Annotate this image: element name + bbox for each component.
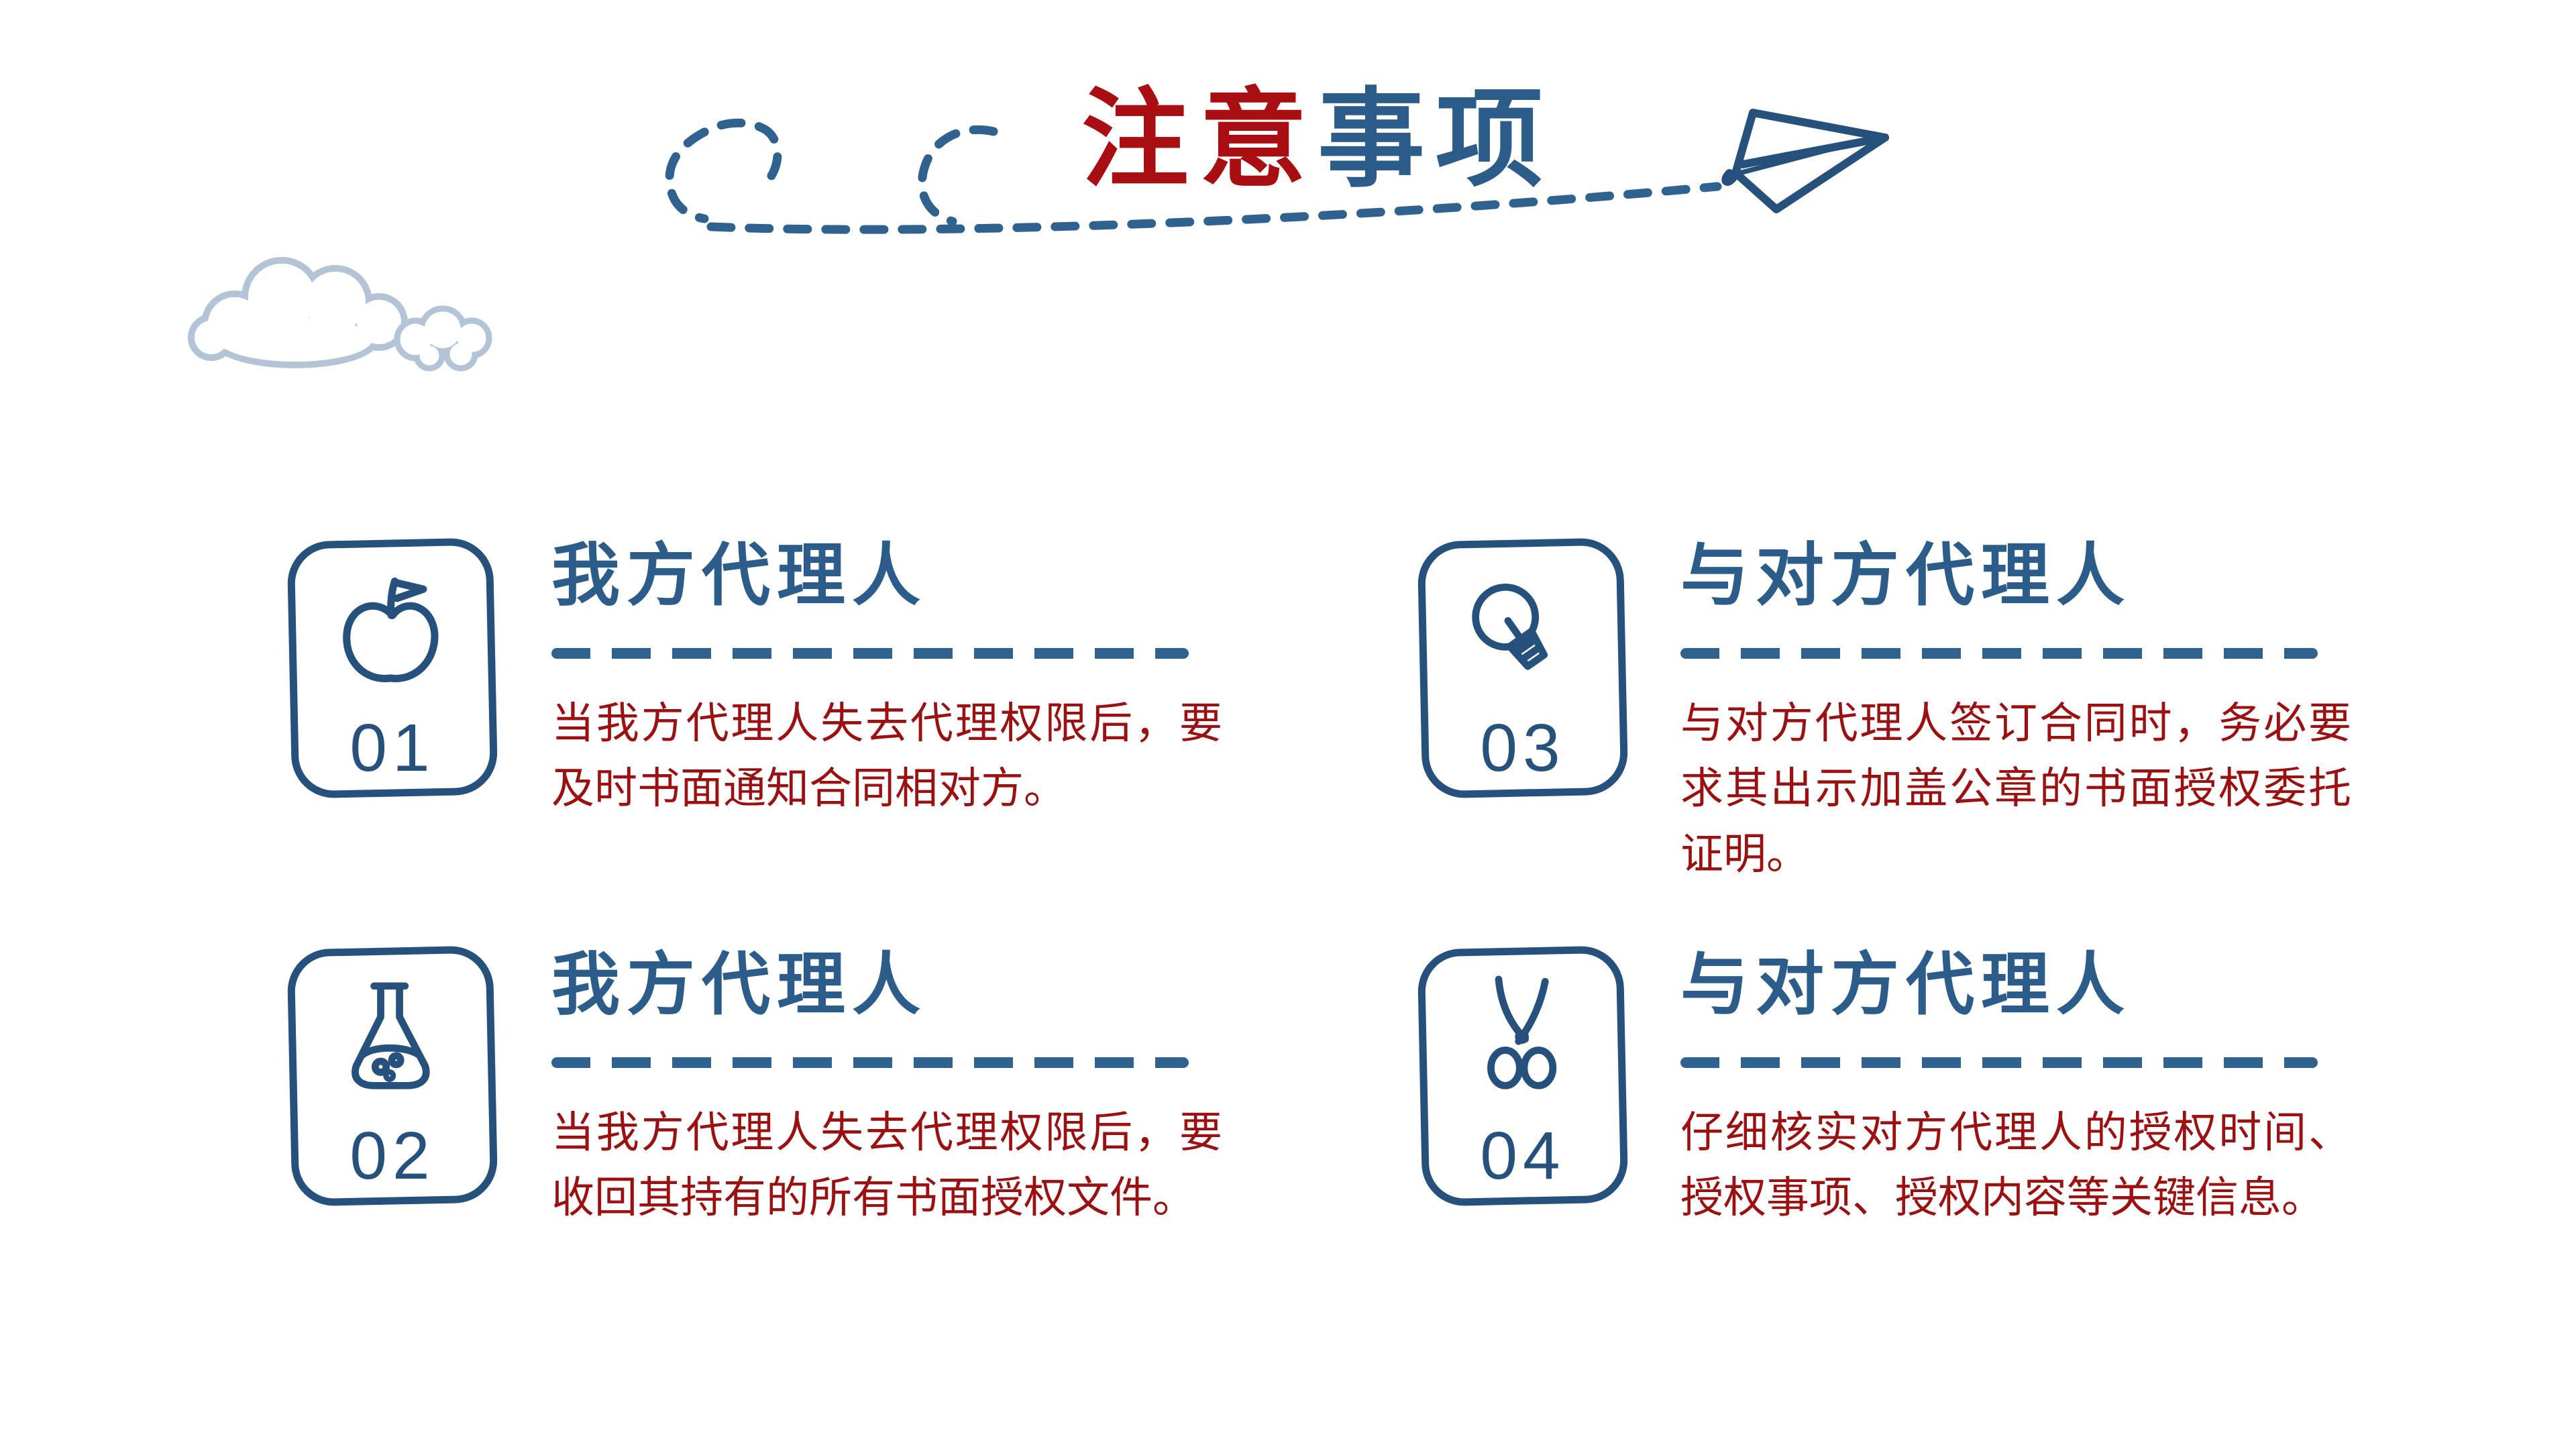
item-body: 与对方代理人签订合同时，务必要求其出示加盖公章的书面授权委托证明。 bbox=[1680, 699, 2351, 878]
number-badge: 03 bbox=[1409, 537, 1637, 805]
number-badge: 04 bbox=[1409, 945, 1637, 1213]
item-number: 02 bbox=[350, 1118, 435, 1193]
dashed-baseline bbox=[706, 182, 1722, 234]
dashed-divider bbox=[551, 1057, 1189, 1069]
page-title-rest: 事项 bbox=[1318, 79, 1554, 199]
dashed-divider bbox=[1680, 1057, 2318, 1069]
lightbulb-icon bbox=[1472, 583, 1548, 670]
item-heading: 我方代理人 bbox=[551, 537, 927, 614]
item-body: 当我方代理人失去代理权限后，要收回其持有的所有书面授权文件。 bbox=[551, 1108, 1222, 1222]
dashed-loop-left bbox=[665, 118, 782, 223]
item-body: 当我方代理人失去代理权限后，要及时书面通知合同相对方。 bbox=[551, 699, 1222, 813]
apple-icon bbox=[343, 577, 439, 682]
item-body: 仔细核实对方代理人的授权时间、授权事项、授权内容等关键信息。 bbox=[1680, 1108, 2351, 1222]
item-number: 03 bbox=[1480, 710, 1566, 786]
scissors-icon bbox=[1487, 975, 1557, 1089]
number-badge: 02 bbox=[278, 945, 506, 1213]
dashed-divider bbox=[551, 648, 1189, 659]
page-title-accent: 注意 bbox=[1081, 79, 1318, 199]
item-heading: 与对方代理人 bbox=[1680, 537, 2131, 614]
number-badge: 01 bbox=[278, 537, 506, 805]
paper-plane-icon bbox=[1721, 109, 1889, 213]
item-heading: 我方代理人 bbox=[551, 947, 927, 1023]
page-title: 注意事项 bbox=[1081, 78, 1554, 201]
item-number: 01 bbox=[350, 710, 435, 786]
flask-icon bbox=[352, 982, 430, 1089]
cloud-illustration bbox=[188, 257, 492, 372]
header-doodle bbox=[665, 109, 1889, 234]
item-number: 04 bbox=[1480, 1118, 1566, 1193]
dashed-loop-mid bbox=[917, 125, 998, 226]
dashed-divider bbox=[1680, 648, 2318, 659]
item-heading: 与对方代理人 bbox=[1680, 947, 2131, 1023]
